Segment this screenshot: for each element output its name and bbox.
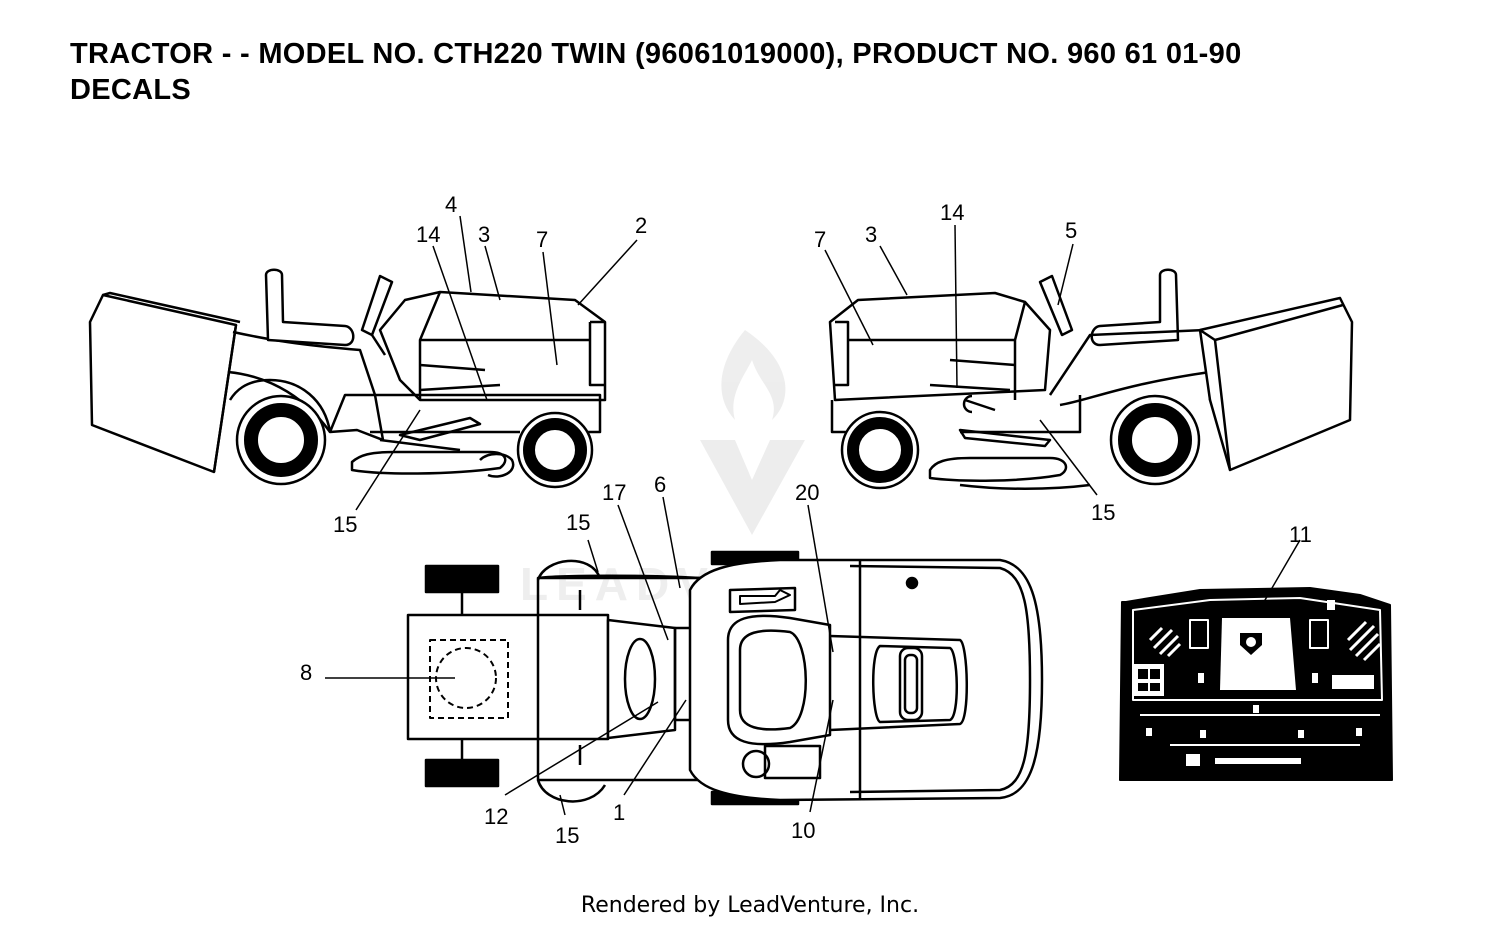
footer-credit: Rendered by LeadVenture, Inc. (580, 893, 920, 918)
tractor-right-side-view (828, 268, 1354, 490)
right-view-callouts: 7 3 14 5 15 (814, 200, 1115, 525)
page-subtitle: DECALS (70, 74, 192, 106)
callout-label: 20 (795, 480, 819, 505)
callout-label: 3 (865, 222, 877, 247)
callout-label: 10 (791, 818, 815, 843)
panel-callouts: 11 (1289, 522, 1312, 547)
control-panel-view (1119, 587, 1393, 781)
callout-label: 14 (940, 200, 964, 225)
panel-leader-lines (1257, 539, 1301, 613)
callout-label: 14 (416, 222, 440, 247)
left-view-callouts: 4 14 3 7 2 15 (333, 192, 647, 537)
callout-label: 2 (635, 213, 647, 238)
callout-label: 11 (1289, 522, 1312, 547)
page-title: TRACTOR - - MODEL NO. CTH220 TWIN (96061… (70, 38, 1242, 70)
top-view-callouts: 15 17 6 20 8 12 15 1 10 (300, 472, 819, 848)
right-view-leader-lines (824, 224, 1098, 496)
callout-label: 3 (478, 222, 490, 247)
tractor-top-view (406, 550, 1044, 806)
top-view-leader-lines (325, 496, 834, 816)
callout-label: 6 (654, 472, 666, 497)
callout-label: 7 (536, 227, 548, 252)
callout-label: 17 (602, 480, 626, 505)
callout-label: 7 (814, 227, 826, 252)
callout-label: 8 (300, 660, 312, 685)
callout-label: 15 (1091, 500, 1115, 525)
tractor-left-side-view (88, 268, 607, 489)
callout-label: 5 (1065, 218, 1077, 243)
callout-label: 15 (333, 512, 357, 537)
callout-label: 12 (484, 804, 508, 829)
callout-label: 15 (555, 823, 579, 848)
left-view-leader-lines (355, 215, 638, 511)
callout-label: 15 (566, 510, 590, 535)
callout-label: 1 (613, 800, 625, 825)
callout-label: 4 (445, 192, 457, 217)
